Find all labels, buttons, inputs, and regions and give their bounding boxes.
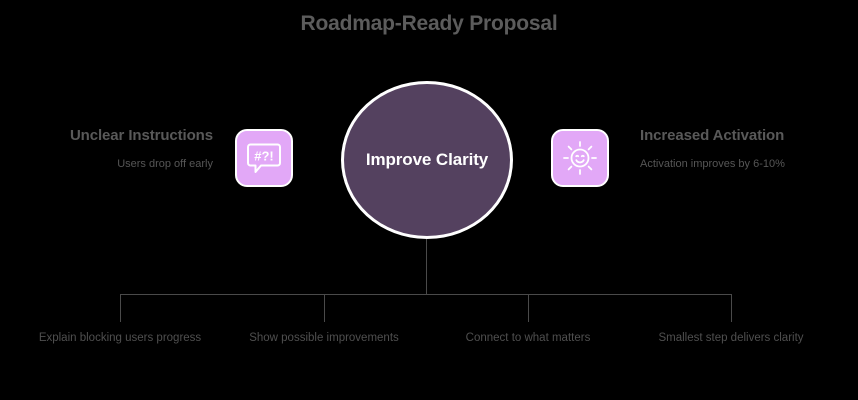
right-badge xyxy=(551,129,609,187)
branch-label-3: Connect to what matters xyxy=(465,332,591,344)
right-branch-heading: Increased Activation xyxy=(640,127,785,144)
right-branch-subtext: Activation improves by 6-10% xyxy=(640,158,785,170)
branch-label-4: Smallest step delivers clarity xyxy=(658,332,804,344)
left-branch-text: Unclear Instructions Users drop off earl… xyxy=(38,126,213,172)
smiling-sun-icon xyxy=(563,141,597,175)
connector-drop-2 xyxy=(324,294,325,322)
branch-label-1: Explain blocking users progress xyxy=(38,332,202,344)
connector-stem xyxy=(426,239,427,295)
connector-crossbar xyxy=(120,294,732,295)
branch-label-2: Show possible improvements xyxy=(249,332,399,344)
left-badge: #?! xyxy=(235,129,293,187)
connector-drop-3 xyxy=(528,294,529,322)
page-title: Roadmap-Ready Proposal xyxy=(300,12,558,35)
connector-drop-4 xyxy=(731,294,732,322)
right-branch-text: Increased Activation Activation improves… xyxy=(640,126,815,172)
center-node: Improve Clarity xyxy=(341,81,513,239)
connector-drop-1 xyxy=(120,294,121,322)
left-branch-heading: Unclear Instructions xyxy=(69,127,213,144)
speech-bubble-grawlix-icon: #?! xyxy=(247,143,281,173)
center-node-label: Improve Clarity xyxy=(365,150,489,169)
left-branch-subtext: Users drop off early xyxy=(117,158,213,170)
svg-text:#?!: #?! xyxy=(254,149,274,164)
